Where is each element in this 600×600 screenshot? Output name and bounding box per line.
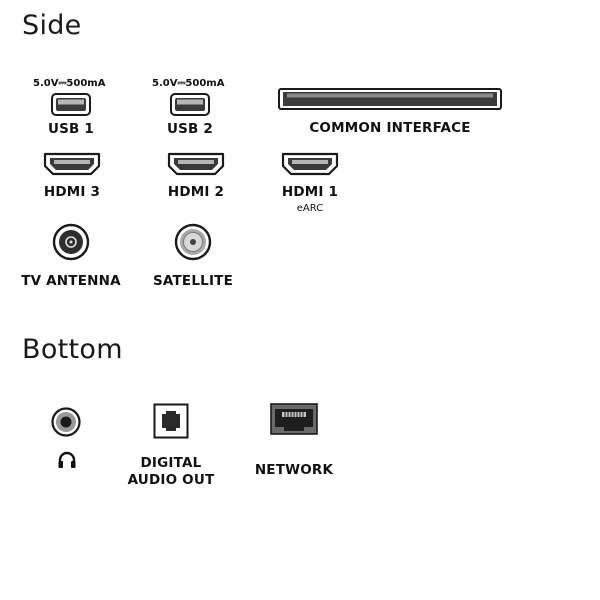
usb1-spec-label: 5.0V⎓500mA <box>33 78 106 89</box>
section-title-bottom: Bottom <box>22 334 123 365</box>
satellite-label: SATELLITE <box>152 273 233 289</box>
headphones-icon <box>57 451 77 469</box>
hdmi-port-icon <box>43 152 101 176</box>
usb2-label: USB 2 <box>166 121 214 137</box>
section-title-side: Side <box>22 10 82 41</box>
network-label: NETWORK <box>254 462 334 478</box>
f-connector-icon <box>174 223 212 261</box>
usb-a-port-icon <box>170 93 210 116</box>
audio-jack-icon <box>51 407 81 437</box>
digital-audio-label-line2: AUDIO OUT <box>127 472 215 488</box>
digital-audio-label-line1: DIGITAL <box>140 455 202 471</box>
hdmi1-earc-label: eARC <box>296 203 324 214</box>
optical-port-icon <box>153 403 189 439</box>
usb1-label: USB 1 <box>47 121 95 137</box>
usb-a-port-icon <box>51 93 91 116</box>
hdmi1-label: HDMI 1 <box>281 184 339 200</box>
ci-slot-icon <box>278 88 502 110</box>
usb2-spec-label: 5.0V⎓500mA <box>152 78 225 89</box>
hdmi3-label: HDMI 3 <box>43 184 101 200</box>
ci-label: COMMON INTERFACE <box>309 120 471 136</box>
ethernet-port-icon <box>270 403 318 435</box>
hdmi-port-icon <box>167 152 225 176</box>
hdmi2-label: HDMI 2 <box>167 184 225 200</box>
digital-audio-out-label: DIGITAL AUDIO OUT <box>116 455 226 489</box>
hdmi-port-icon <box>281 152 339 176</box>
tv-antenna-label: TV ANTENNA <box>21 273 121 289</box>
coax-antenna-icon <box>52 223 90 261</box>
